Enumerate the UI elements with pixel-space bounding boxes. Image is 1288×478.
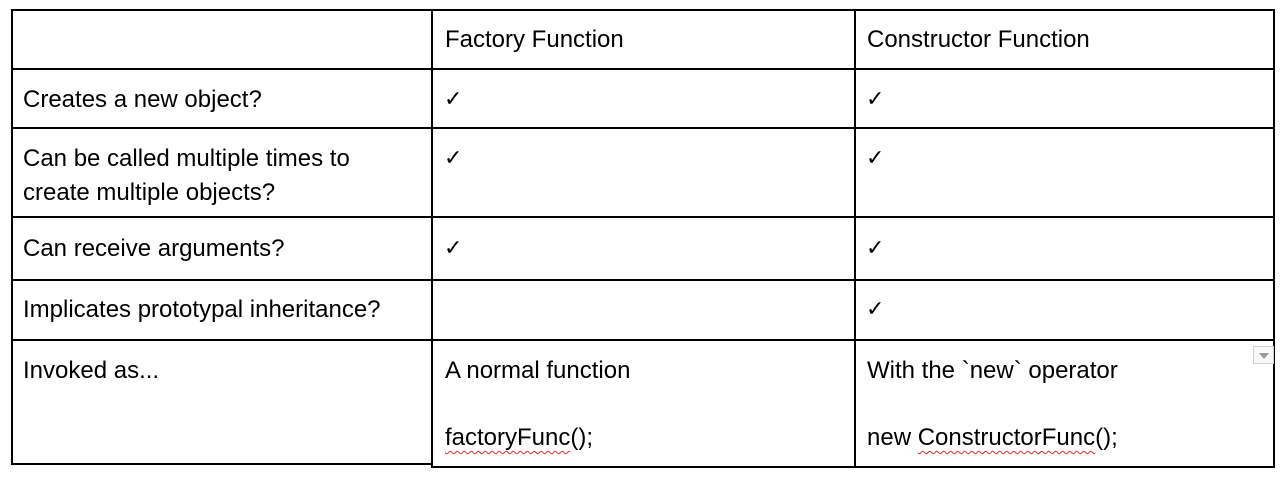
row-divider-5 [11, 339, 1275, 341]
code-suffix: (); [1095, 424, 1118, 451]
table-border-right [1273, 9, 1275, 468]
check-icon: ✓ [444, 146, 463, 171]
column-divider-2 [854, 9, 856, 468]
row-label-prototypal-inheritance: Implicates prototypal inheritance? [23, 296, 381, 323]
row-label-creates-new-object: Creates a new object? [23, 86, 262, 113]
spellcheck-underlined-text: factoryFunc [445, 424, 571, 451]
row-divider-1 [11, 68, 1275, 70]
header-constructor-function: Constructor Function [867, 26, 1090, 53]
table-border-bottom-left [11, 463, 433, 465]
header-factory-function: Factory Function [445, 26, 624, 53]
row-label-called-multiple-times-line2: create multiple objects? [23, 179, 276, 206]
table-border-left [11, 9, 13, 465]
spellcheck-underlined-text: ConstructorFunc [917, 424, 1096, 451]
constructor-invocation-code: new ConstructorFunc(); [867, 421, 1118, 455]
row-label-called-multiple-times: Can be called multiple times to [23, 145, 350, 172]
check-icon: ✓ [866, 297, 885, 322]
factory-invocation-code: factoryFunc(); [445, 421, 593, 455]
constructor-invocation-description: With the `new` operator [867, 357, 1118, 384]
dropdown-caret-icon[interactable] [1253, 346, 1274, 364]
column-divider-1 [431, 9, 433, 468]
check-icon: ✓ [866, 87, 885, 112]
check-icon: ✓ [444, 236, 463, 261]
table-border-top [11, 9, 1275, 11]
row-divider-4 [11, 279, 1275, 281]
row-label-invoked-as: Invoked as... [23, 357, 160, 384]
check-icon: ✓ [866, 146, 885, 171]
row-label-receive-arguments: Can receive arguments? [23, 235, 285, 262]
factory-invocation-description: A normal function [445, 357, 631, 384]
row-divider-2 [11, 127, 1275, 129]
row-divider-3 [11, 216, 1275, 218]
code-prefix: new [867, 424, 918, 451]
check-icon: ✓ [866, 236, 885, 261]
code-suffix: (); [570, 424, 594, 451]
check-icon: ✓ [444, 87, 463, 112]
